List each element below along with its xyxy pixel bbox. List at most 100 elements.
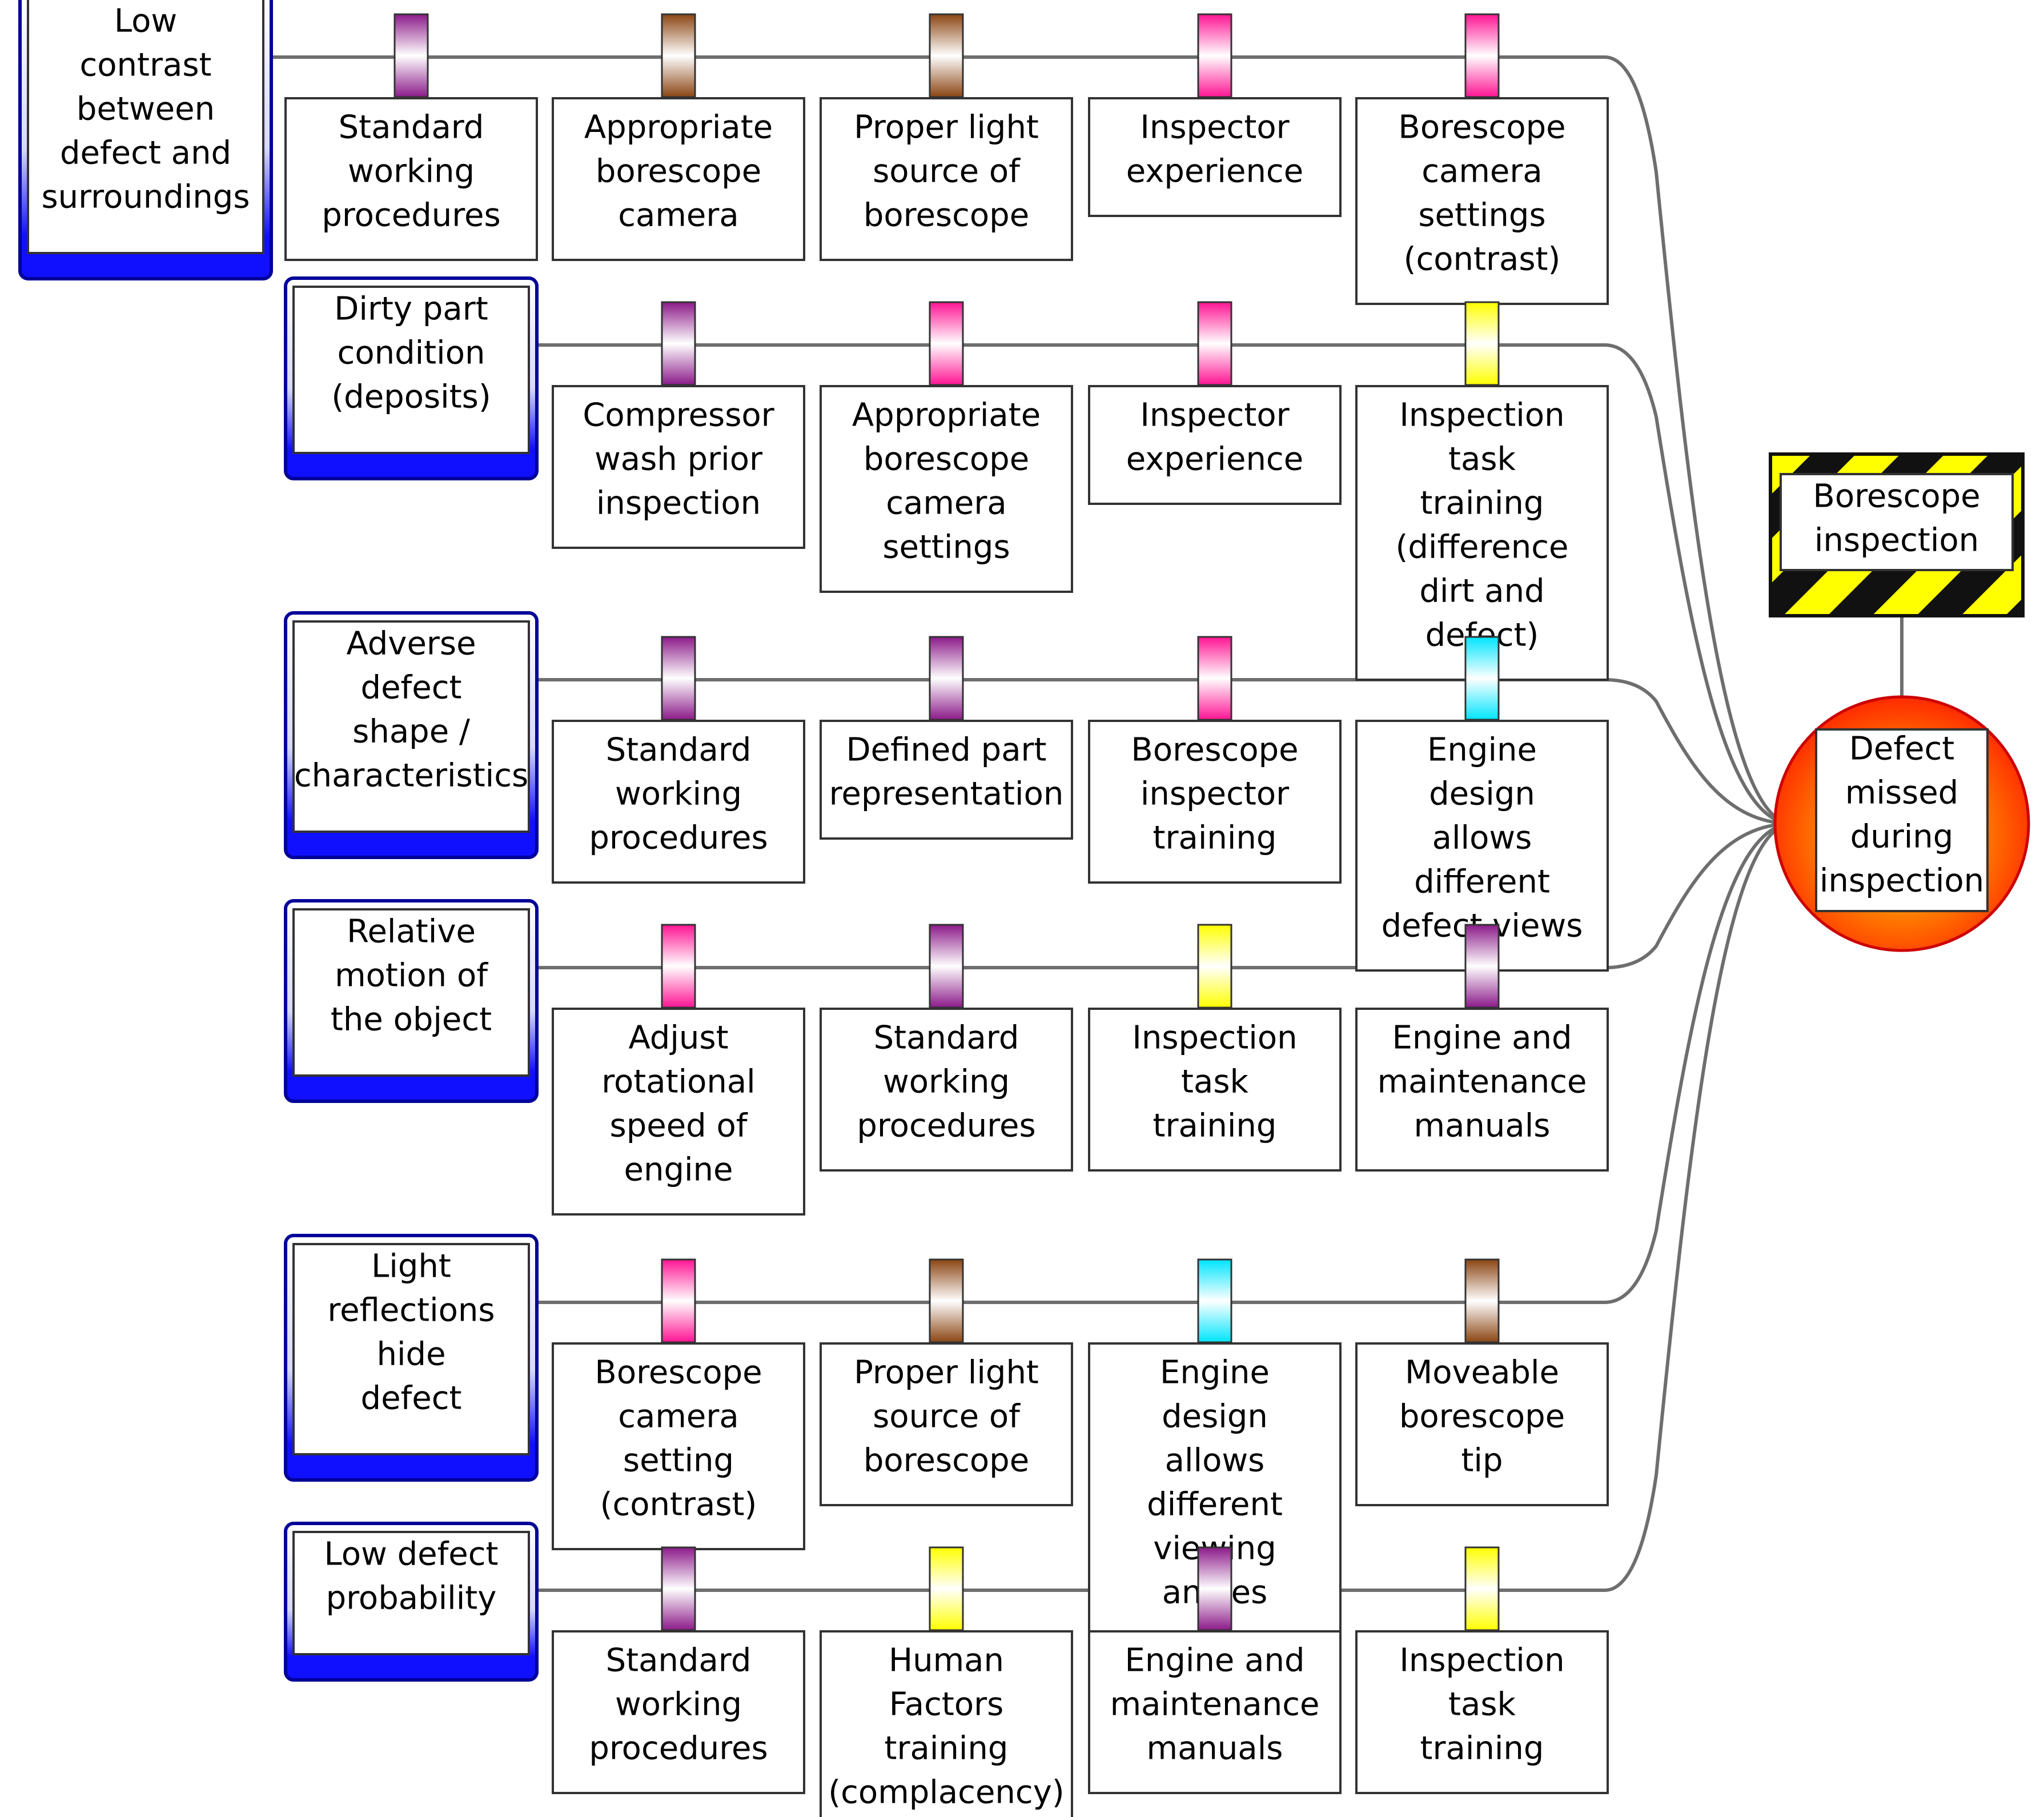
barrier-color-tab xyxy=(661,13,696,98)
barrier-color-tab xyxy=(1197,924,1232,1009)
barrier-color-tab xyxy=(1197,636,1232,721)
barrier-color-tab xyxy=(1464,636,1500,721)
connector-lines xyxy=(271,55,1793,1592)
barrier-color-tab xyxy=(661,636,696,721)
barrier-box xyxy=(552,385,805,549)
barrier-color-tab xyxy=(393,13,429,98)
barrier-box xyxy=(552,1008,805,1216)
threat-to-event-curve xyxy=(1604,55,1793,825)
barrier-color-tab xyxy=(929,636,964,721)
barrier-box xyxy=(552,97,805,261)
barrier-box xyxy=(820,1630,1073,1817)
barrier-box xyxy=(820,1008,1073,1172)
threat-to-event-curve xyxy=(1604,822,1793,969)
barrier-box xyxy=(552,720,805,884)
barrier-box xyxy=(1355,1630,1609,1794)
barrier-color-tab xyxy=(1197,1546,1232,1631)
threat-to-event-curve xyxy=(1604,678,1793,825)
barrier-color-tab xyxy=(1464,301,1500,386)
threat-to-event-curve xyxy=(1604,822,1793,1304)
barrier-box xyxy=(1355,1008,1609,1172)
barrier-box xyxy=(1088,1008,1342,1172)
barrier-box xyxy=(1088,1630,1342,1794)
barrier-color-tab xyxy=(1464,924,1500,1009)
barrier-color-tab xyxy=(1197,13,1232,98)
barrier-color-tab xyxy=(661,301,696,386)
barrier-box xyxy=(284,97,538,261)
barrier-color-tab xyxy=(661,924,696,1009)
barrier-color-tab xyxy=(1464,1546,1500,1631)
barrier-color-tab xyxy=(661,1258,696,1343)
barrier-color-tab xyxy=(1464,13,1500,98)
barrier-color-tab xyxy=(1197,301,1232,386)
barrier-box xyxy=(1088,97,1342,217)
barrier-color-tab xyxy=(929,301,964,386)
barrier-box xyxy=(1088,385,1342,505)
threat-to-event-curve xyxy=(1604,343,1793,825)
barrier-color-tab xyxy=(1197,1258,1232,1343)
barrier-color-tab xyxy=(929,13,964,98)
barrier-box xyxy=(1355,385,1609,681)
